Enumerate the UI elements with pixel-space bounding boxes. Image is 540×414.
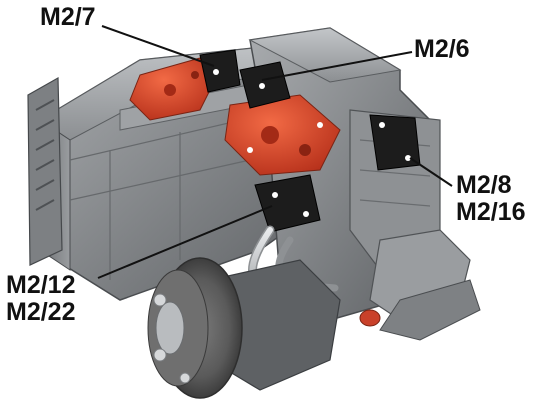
callout-m2-12-line2: M2/22 [6,298,76,326]
red-flap-linkage-center [224,94,341,176]
actuator-m2-7 [199,49,241,93]
leader-line-m2-6 [261,51,413,81]
callout-m2-6-line1: M2/6 [414,35,470,63]
callout-m2-12-line1: M2/12 [6,271,76,299]
callout-m2-8-line1: M2/8 [456,171,512,199]
red-flap-linkage-left [129,57,216,121]
callout-m2-12: M2/12 M2/22 [6,272,75,326]
actuator-m2-12 [254,174,321,233]
leader-line-m2-8 [409,157,453,187]
callout-m2-8-line2: M2/16 [456,198,526,226]
leader-line-m2-7 [101,25,215,67]
callout-m2-7-line1: M2/7 [40,3,96,31]
blower-motor [147,257,341,399]
callout-m2-7: M2/7 [40,4,96,31]
callout-m2-6: M2/6 [414,36,470,63]
leader-line-m2-12 [97,205,273,279]
leader-lines [97,25,453,279]
actuator-m2-8 [369,114,421,171]
actuator-m2-6 [239,61,291,109]
callout-m2-8: M2/8 M2/16 [456,172,525,226]
